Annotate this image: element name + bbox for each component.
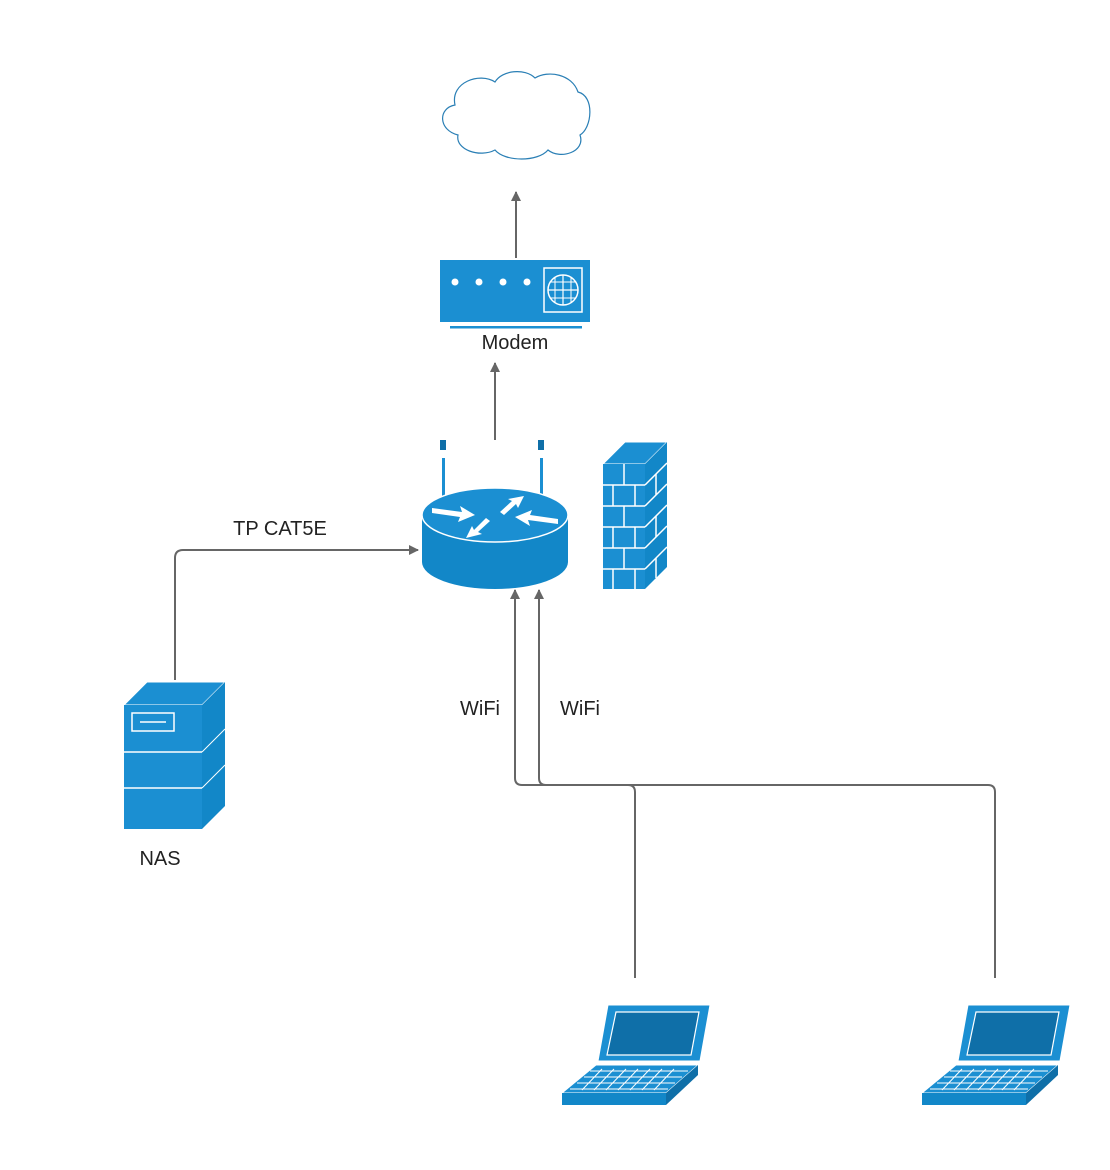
nas-label: NAS: [139, 848, 180, 870]
firewall-icon: [601, 441, 669, 589]
wifi-label-left: WiFi: [460, 698, 500, 720]
wifi-label-right: WiFi: [560, 698, 600, 720]
laptop-icon: [560, 1004, 711, 1105]
modem-label: Modem: [482, 332, 549, 354]
cloud-icon: [442, 71, 591, 160]
laptop2-wifi-line: [534, 589, 996, 978]
nas-to-router-line: [174, 545, 419, 680]
cable-label: TP CAT5E: [233, 518, 327, 540]
modem-icon: [440, 260, 590, 329]
server-icon: [122, 681, 227, 829]
router-icon: [421, 440, 569, 589]
laptop-icon: [920, 1004, 1071, 1105]
connectors: [174, 191, 996, 978]
